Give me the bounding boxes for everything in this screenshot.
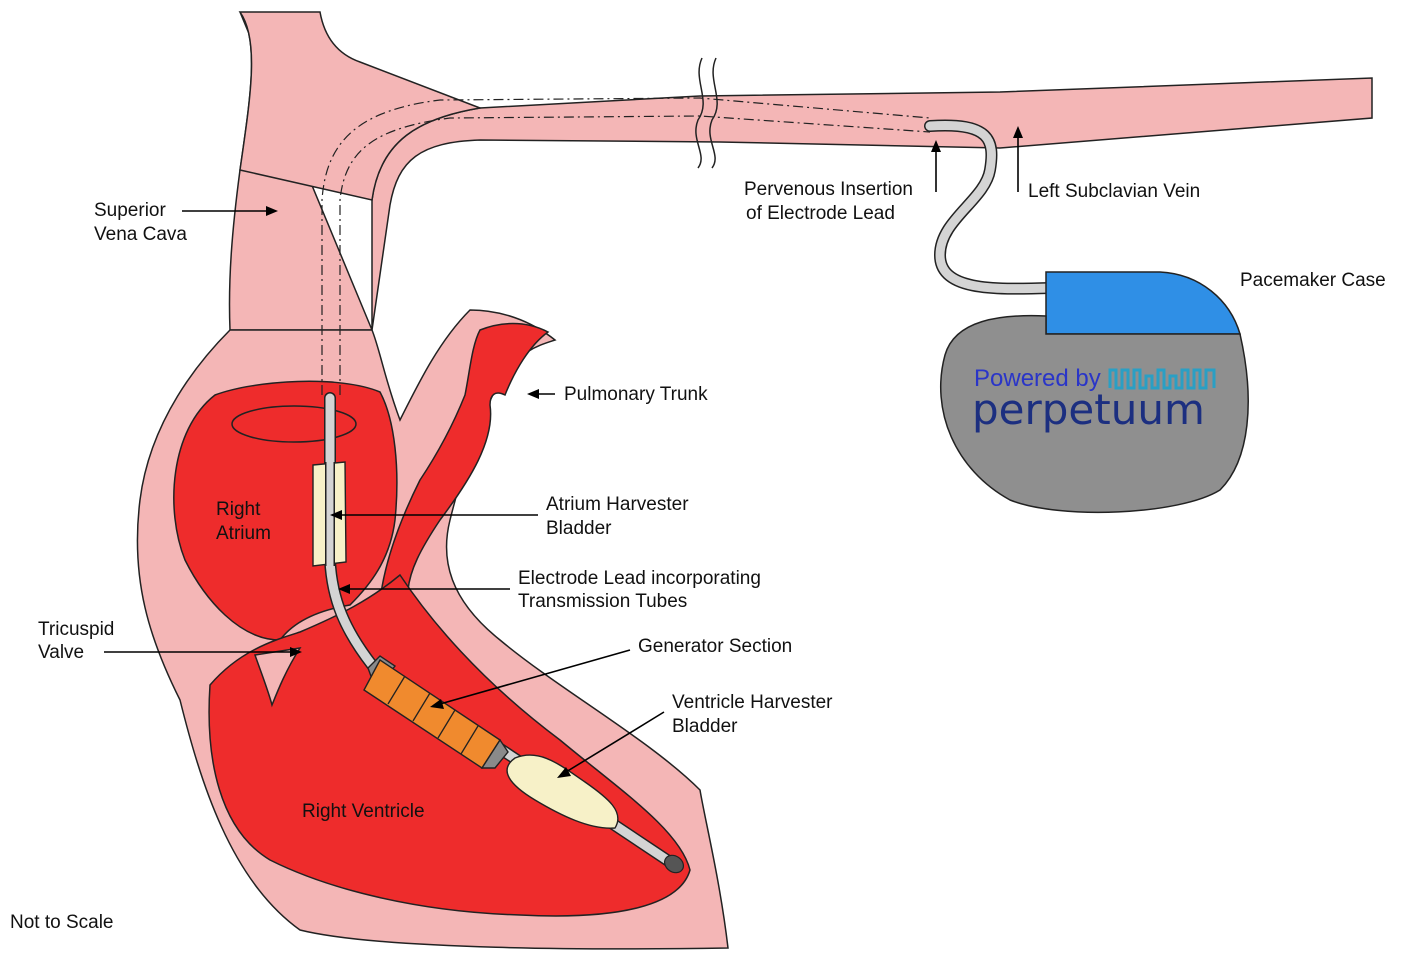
label-subclavian: Left Subclavian Vein bbox=[1028, 181, 1200, 202]
label-ventricle-harvester-line1: Ventricle Harvester bbox=[672, 692, 833, 713]
label-pulmonary-trunk: Pulmonary Trunk bbox=[564, 384, 708, 405]
label-right-atrium-line2: Atrium bbox=[216, 523, 271, 544]
label-right-ventricle: Right Ventricle bbox=[302, 801, 425, 822]
label-atrium-harvester-line1: Atrium Harvester bbox=[546, 494, 689, 515]
label-tricuspid-line1: Tricuspid bbox=[38, 619, 114, 640]
label-pervenous-line2: of Electrode Lead bbox=[746, 203, 895, 224]
label-right-atrium-line1: Right bbox=[216, 499, 261, 520]
pacemaker-header bbox=[1046, 272, 1240, 334]
label-atrium-harvester-line2: Bladder bbox=[546, 518, 612, 539]
label-tricuspid-line2: Valve bbox=[38, 642, 84, 663]
label-electrode-lead-line2: Transmission Tubes bbox=[518, 591, 687, 612]
label-ventricle-harvester-line2: Bladder bbox=[672, 716, 738, 737]
label-not-to-scale: Not to Scale bbox=[10, 912, 114, 933]
label-pervenous-line1: Pervenous Insertion bbox=[744, 179, 913, 200]
subclavian-vein bbox=[229, 12, 1372, 330]
label-svc-line1: Superior bbox=[94, 200, 166, 221]
logo-brand: perpetuum bbox=[972, 385, 1205, 434]
label-electrode-lead-line1: Electrode Lead incorporating bbox=[518, 568, 761, 589]
pacemaker-case: Powered by perpetuum bbox=[941, 272, 1248, 512]
svc-top-bulge bbox=[240, 12, 480, 200]
label-svc-line2: Vena Cava bbox=[94, 224, 187, 245]
label-generator-section: Generator Section bbox=[638, 636, 792, 657]
label-pacemaker-case: Pacemaker Case bbox=[1240, 270, 1386, 291]
